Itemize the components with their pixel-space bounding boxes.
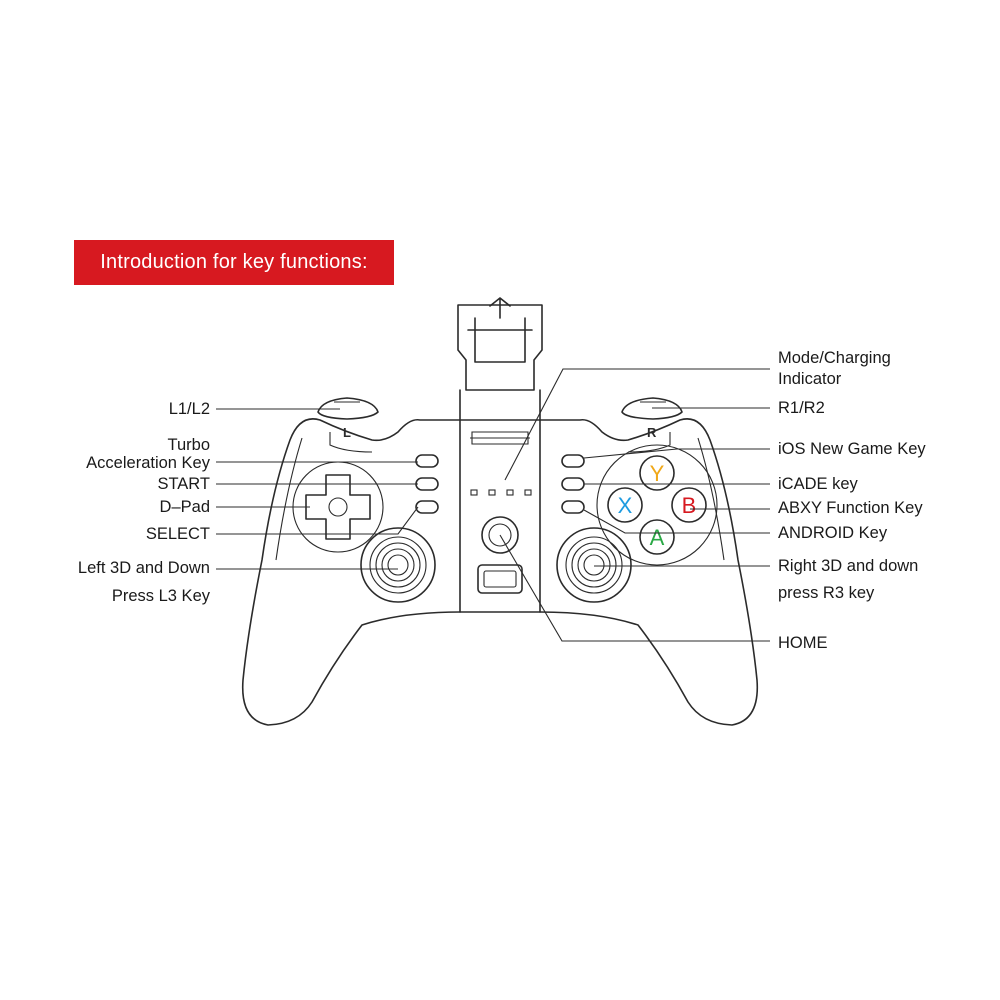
ios-new-game-button[interactable] <box>561 454 585 468</box>
a-button[interactable]: A <box>639 519 675 555</box>
icade-button[interactable] <box>561 477 585 491</box>
select-button[interactable] <box>415 500 439 514</box>
label-left-3d-line2: Press L3 Key <box>111 587 210 605</box>
start-button[interactable] <box>415 477 439 491</box>
label-dpad: D–Pad <box>159 498 210 516</box>
label-icade-key: iCADE key <box>778 475 858 493</box>
left-analog-stick[interactable] <box>360 527 436 603</box>
face-button-ring <box>596 444 718 566</box>
label-mode-charging: Mode/Charging Indicator <box>778 348 891 390</box>
label-r1-r2: R1/R2 <box>778 399 825 417</box>
label-turbo: Turbo Acceleration Key <box>86 436 210 472</box>
label-left-3d-line1: Left 3D and Down <box>77 559 210 577</box>
label-turbo-line2: Acceleration Key <box>86 454 210 472</box>
label-ios-key: iOS New Game Key <box>778 440 926 458</box>
y-button-letter: Y <box>650 461 665 486</box>
phone-clamp <box>457 297 543 421</box>
mode-indicator-lights <box>470 489 532 496</box>
label-l1-l2: L1/L2 <box>168 400 210 418</box>
shoulder-left-mark: L <box>343 425 351 440</box>
x-button[interactable]: X <box>607 487 643 523</box>
right-leader-lines <box>499 368 770 642</box>
center-slot <box>477 564 523 594</box>
b-button[interactable]: B <box>671 487 707 523</box>
shoulder-right <box>621 397 683 420</box>
label-android-key: ANDROID Key <box>778 524 888 542</box>
right-analog-stick[interactable] <box>556 527 632 603</box>
label-home: HOME <box>778 634 828 652</box>
a-button-letter: A <box>650 525 665 550</box>
shoulder-right-mark: R <box>647 425 657 440</box>
shoulder-left <box>317 397 379 420</box>
b-button-letter: B <box>682 493 697 518</box>
turbo-button[interactable] <box>415 454 439 468</box>
label-mode-line1: Mode/Charging <box>778 349 891 367</box>
label-start: START <box>157 475 210 493</box>
controller-body <box>241 418 759 726</box>
left-leader-lines <box>216 408 419 570</box>
label-abxy-key: ABXY Function Key <box>778 499 923 517</box>
intro-banner: Introduction for key functions: <box>74 240 394 285</box>
android-button[interactable] <box>561 500 585 514</box>
label-mode-line2: Indicator <box>778 370 842 388</box>
y-button[interactable]: Y <box>639 455 675 491</box>
label-right-3d-line1: Right 3D and down <box>778 557 919 575</box>
home-button[interactable] <box>481 516 519 554</box>
label-turbo-line1: Turbo <box>167 436 211 454</box>
x-button-letter: X <box>618 493 633 518</box>
label-right-3d-line2: press R3 key <box>778 584 875 602</box>
label-select: SELECT <box>145 525 210 543</box>
